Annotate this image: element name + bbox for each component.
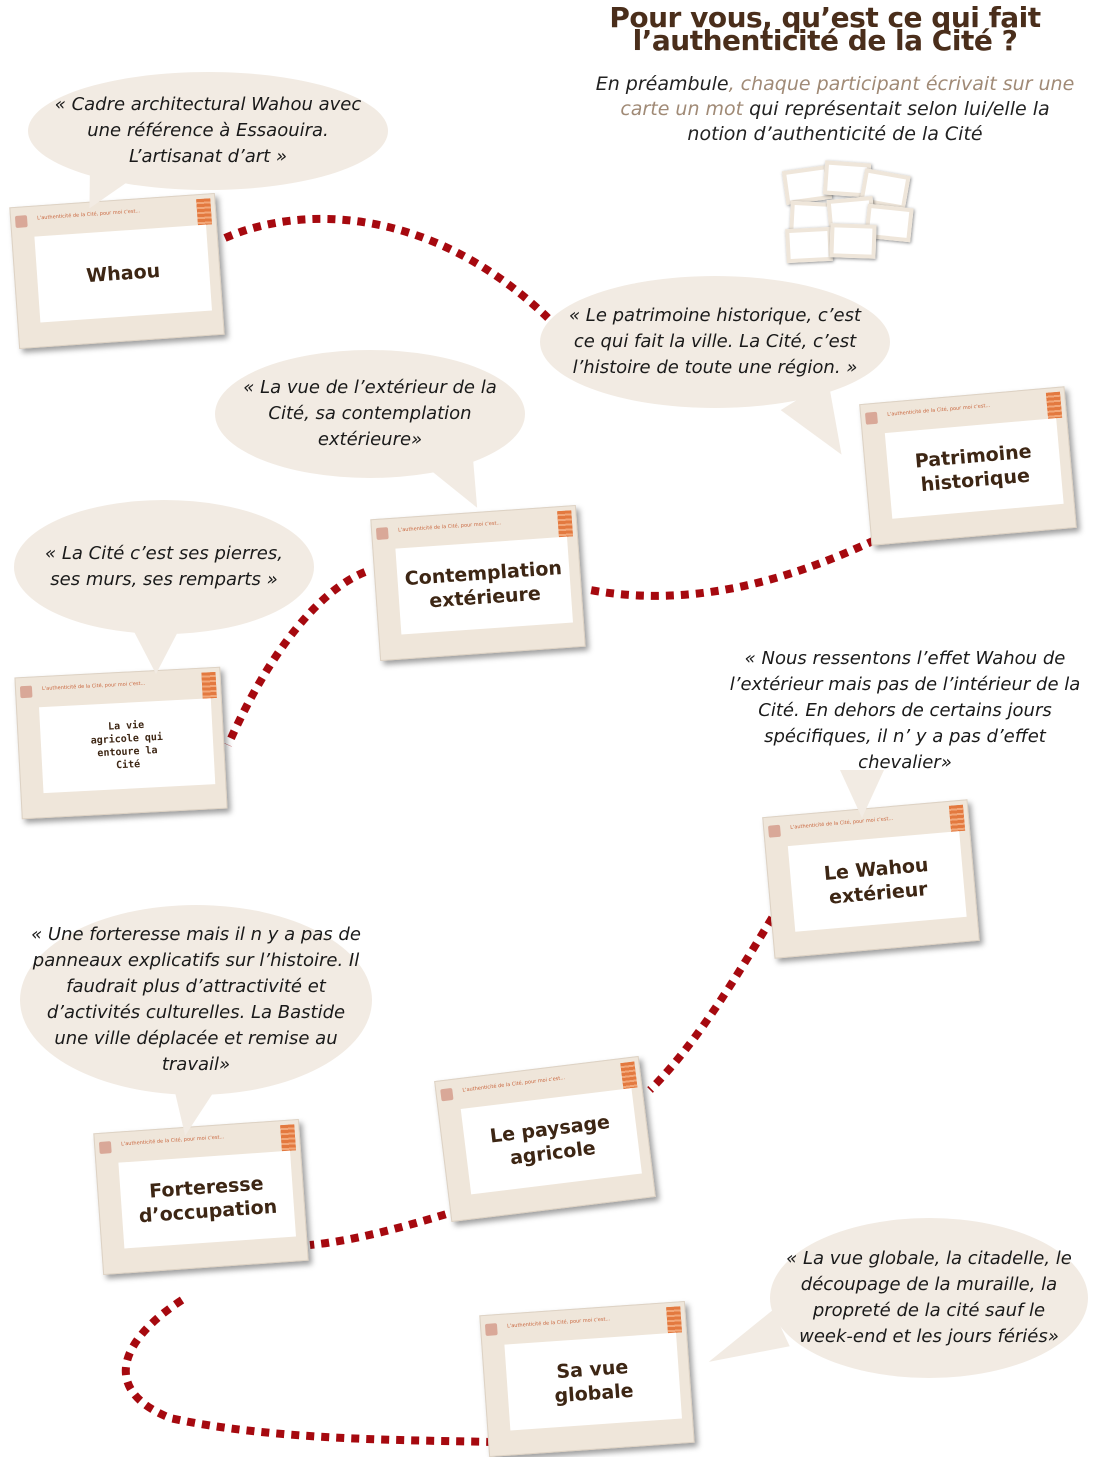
quote-text: « La Cité c’est ses pierres, ses murs, s… bbox=[45, 543, 283, 590]
quote-text: « Nous ressentons l’effet Wahou de l’ext… bbox=[729, 648, 1081, 773]
speech-bubble: « La vue globale, la citadelle, le décou… bbox=[770, 1218, 1088, 1378]
speech-bubble: « La vue de l’extérieur de la Cité, sa c… bbox=[215, 350, 525, 478]
path-segment bbox=[309, 1206, 462, 1249]
word-card: L'authenticité de la Cité, pour moi c'es… bbox=[93, 1118, 309, 1276]
card-header: L'authenticité de la Cité, pour moi c'es… bbox=[462, 1075, 566, 1094]
card-corner-image bbox=[14, 215, 28, 228]
quote-text: « Cadre architectural Wahou avec une réf… bbox=[54, 94, 362, 167]
speech-bubble: « Cadre architectural Wahou avec une réf… bbox=[28, 72, 388, 190]
card-label: Le paysage agricole bbox=[488, 1111, 611, 1170]
card-body: Sa vue globale bbox=[504, 1332, 682, 1431]
quote-text: « La vue globale, la citadelle, le décou… bbox=[786, 1248, 1072, 1347]
card-corner-image bbox=[767, 824, 781, 838]
path-segment bbox=[647, 902, 784, 1093]
card-body: Forteresse d’occupation bbox=[118, 1150, 296, 1249]
card-corner-image bbox=[864, 411, 878, 425]
card-corner-image bbox=[98, 1141, 112, 1154]
card-flag-image bbox=[201, 671, 217, 699]
word-card: L'authenticité de la Cité, pour moi c'es… bbox=[762, 799, 980, 959]
bubble-tail bbox=[700, 1309, 790, 1381]
bubble-tail bbox=[161, 1076, 219, 1140]
speech-bubble: « Le patrimoine historique, c’est ce qui… bbox=[540, 276, 890, 408]
mini-card bbox=[785, 226, 833, 264]
card-body: Le paysage agricole bbox=[460, 1088, 642, 1195]
speech-bubble: « Une forteresse mais il n y a pas de pa… bbox=[20, 905, 372, 1095]
intro-part1: En préambule bbox=[595, 73, 729, 95]
bubble-tail bbox=[128, 620, 184, 674]
speech-bubble: « La Cité c’est ses pierres, ses murs, s… bbox=[14, 500, 314, 634]
card-body: Whaou bbox=[34, 224, 212, 323]
intro-part2: , chaque participant écrivait sur une ca… bbox=[620, 73, 1075, 120]
path-segment bbox=[121, 1296, 496, 1446]
speech-bubble: « Nous ressentons l’effet Wahou de l’ext… bbox=[720, 640, 1090, 782]
card-pile-image bbox=[780, 160, 914, 264]
card-corner-image bbox=[19, 685, 33, 699]
card-header: L'authenticité de la Cité, pour moi c'es… bbox=[36, 208, 141, 222]
card-corner-image bbox=[440, 1087, 454, 1102]
word-card: L'authenticité de la Cité, pour moi c'es… bbox=[859, 386, 1077, 546]
card-label: Le Wahou extérieur bbox=[823, 853, 930, 909]
word-card: L'authenticité de la Cité, pour moi c'es… bbox=[479, 1300, 695, 1457]
intro-part3: qui représentait selon lui/elle la notio… bbox=[687, 98, 1050, 145]
card-header: L'authenticité de la Cité, pour moi c'es… bbox=[789, 815, 894, 831]
card-corner-image bbox=[484, 1323, 498, 1336]
card-flag-image bbox=[948, 804, 966, 832]
path-segment bbox=[223, 214, 551, 321]
card-label: Contemplation extérieure bbox=[404, 557, 563, 613]
card-flag-image bbox=[666, 1306, 682, 1334]
intro-text: En préambule, chaque participant écrivai… bbox=[590, 72, 1080, 147]
word-card: L'authenticité de la Cité, pour moi c'es… bbox=[434, 1055, 656, 1223]
card-flag-image bbox=[280, 1124, 296, 1152]
card-header: L'authenticité de la Cité, pour moi c'es… bbox=[886, 402, 991, 418]
bubble-tail bbox=[840, 770, 884, 818]
card-label: Patrimoine historique bbox=[913, 440, 1033, 497]
quote-text: « La vue de l’extérieur de la Cité, sa c… bbox=[243, 377, 497, 450]
quote-text: « Une forteresse mais il n y a pas de pa… bbox=[31, 924, 361, 1075]
page-title-line1: Pour vous, qu’est ce qui fait bbox=[609, 1, 1041, 34]
card-body: Contemplation extérieure bbox=[395, 536, 573, 635]
card-label: La vie agricole qui entoure la Cité bbox=[90, 719, 164, 772]
card-label: Whaou bbox=[85, 260, 161, 288]
mini-card bbox=[829, 223, 877, 259]
card-flag-image bbox=[620, 1061, 638, 1090]
path-segment bbox=[589, 536, 877, 600]
card-body: Patrimoine historique bbox=[884, 418, 1064, 519]
card-flag-image bbox=[557, 510, 573, 538]
card-body: Le Wahou extérieur bbox=[787, 831, 967, 932]
page-title-line2: l’authenticité de la Cité ? bbox=[632, 24, 1018, 57]
quote-text: « Le patrimoine historique, c’est ce qui… bbox=[568, 305, 862, 378]
card-header: L'authenticité de la Cité, pour moi c'es… bbox=[506, 1316, 611, 1330]
card-header: L'authenticité de la Cité, pour moi c'es… bbox=[41, 680, 146, 693]
card-label: Sa vue globale bbox=[553, 1356, 635, 1408]
page-title: Pour vous, qu’est ce qui fait l’authenti… bbox=[560, 1, 1090, 57]
card-header: L'authenticité de la Cité, pour moi c'es… bbox=[397, 520, 502, 534]
card-body: La vie agricole qui entoure la Cité bbox=[39, 698, 216, 794]
card-corner-image bbox=[375, 527, 389, 540]
word-card: L'authenticité de la Cité, pour moi c'es… bbox=[14, 666, 228, 820]
card-flag-image bbox=[1045, 391, 1063, 419]
word-card: L'authenticité de la Cité, pour moi c'es… bbox=[370, 504, 586, 662]
card-label: Forteresse d’occupation bbox=[138, 1172, 278, 1228]
card-flag-image bbox=[196, 198, 212, 226]
